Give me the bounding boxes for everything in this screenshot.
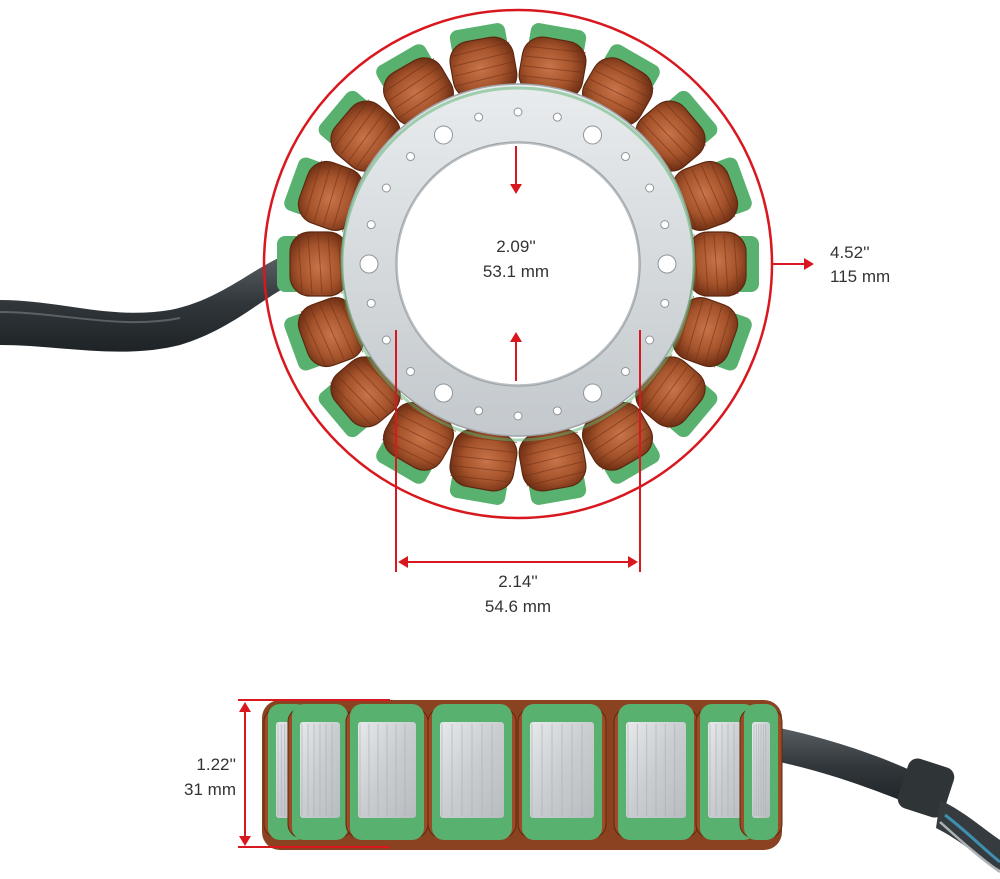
height-dimension: 1.22'' 31 mm — [184, 699, 390, 848]
mounting-holes — [359, 107, 677, 421]
plate-hole — [381, 183, 391, 193]
plate-hole — [366, 298, 376, 308]
plate-hole — [552, 112, 562, 122]
plate-hole — [657, 254, 677, 274]
plate-hole — [645, 335, 655, 345]
side-coil — [345, 704, 429, 840]
plate-hole — [513, 107, 523, 117]
wire-harness-side — [770, 726, 920, 808]
plate-hole — [583, 383, 602, 403]
steel-mounting-plate — [341, 83, 695, 437]
plate-hole — [583, 125, 602, 145]
plate-hole — [406, 152, 416, 162]
plate-hole — [660, 298, 670, 308]
stator-coil — [284, 157, 365, 233]
plate-hole — [620, 366, 630, 376]
bolt-spacing-dimension: 2.14'' 54.6 mm — [395, 330, 641, 616]
side-coil — [739, 704, 783, 840]
plate-hole — [620, 152, 630, 162]
side-coil — [427, 704, 517, 840]
plate-hole — [474, 112, 484, 122]
stator-coil — [318, 356, 403, 438]
inner-bore-dimension: 2.09'' 53.1 mm — [483, 146, 549, 381]
plate-hole — [434, 125, 453, 145]
plate-hole — [552, 406, 562, 416]
plate-hole — [381, 335, 391, 345]
inner-bore — [396, 142, 640, 386]
side-coil — [613, 704, 699, 840]
bolt-spacing-inches: 2.14'' — [498, 572, 538, 591]
plate-hole — [359, 254, 379, 274]
side-coil-row — [263, 704, 783, 840]
wire-harness-top — [0, 255, 290, 352]
height-inches: 1.22'' — [196, 755, 236, 774]
plate-hole — [366, 220, 376, 230]
plate-hole — [645, 183, 655, 193]
stator-coil — [449, 23, 518, 100]
outer-diameter-mm: 115 mm — [830, 267, 890, 286]
stator-coil — [671, 295, 752, 371]
inner-bore-inches: 2.09'' — [496, 237, 536, 256]
side-coil — [517, 704, 607, 840]
wire-highlight — [0, 311, 181, 324]
stator-coil — [671, 157, 752, 231]
plate-hole — [660, 220, 670, 230]
inner-bore-mm: 53.1 mm — [483, 262, 549, 281]
stator-coil — [518, 23, 587, 100]
coil-ring — [277, 23, 759, 505]
stator-coil — [284, 297, 365, 371]
stator-coil — [687, 231, 759, 297]
plate-hole — [513, 411, 523, 421]
outer-diameter-inches: 4.52'' — [830, 243, 870, 262]
top-view: 2.09'' 53.1 mm 4.52'' 115 mm 2.14'' 54.6… — [0, 8, 890, 616]
stator-coil — [635, 353, 718, 438]
bolt-spacing-mm: 54.6 mm — [485, 597, 551, 616]
stator-coil — [518, 428, 587, 505]
plate-hole — [434, 383, 453, 403]
plate-hole — [406, 366, 416, 376]
side-coil — [287, 704, 353, 840]
plate-hole — [474, 406, 484, 416]
stator-coil — [449, 428, 518, 505]
height-mm: 31 mm — [184, 780, 236, 799]
stator-coil — [277, 231, 349, 297]
outer-diameter-dimension: 4.52'' 115 mm — [772, 243, 890, 286]
side-view: 1.22'' 31 mm — [184, 699, 1000, 874]
